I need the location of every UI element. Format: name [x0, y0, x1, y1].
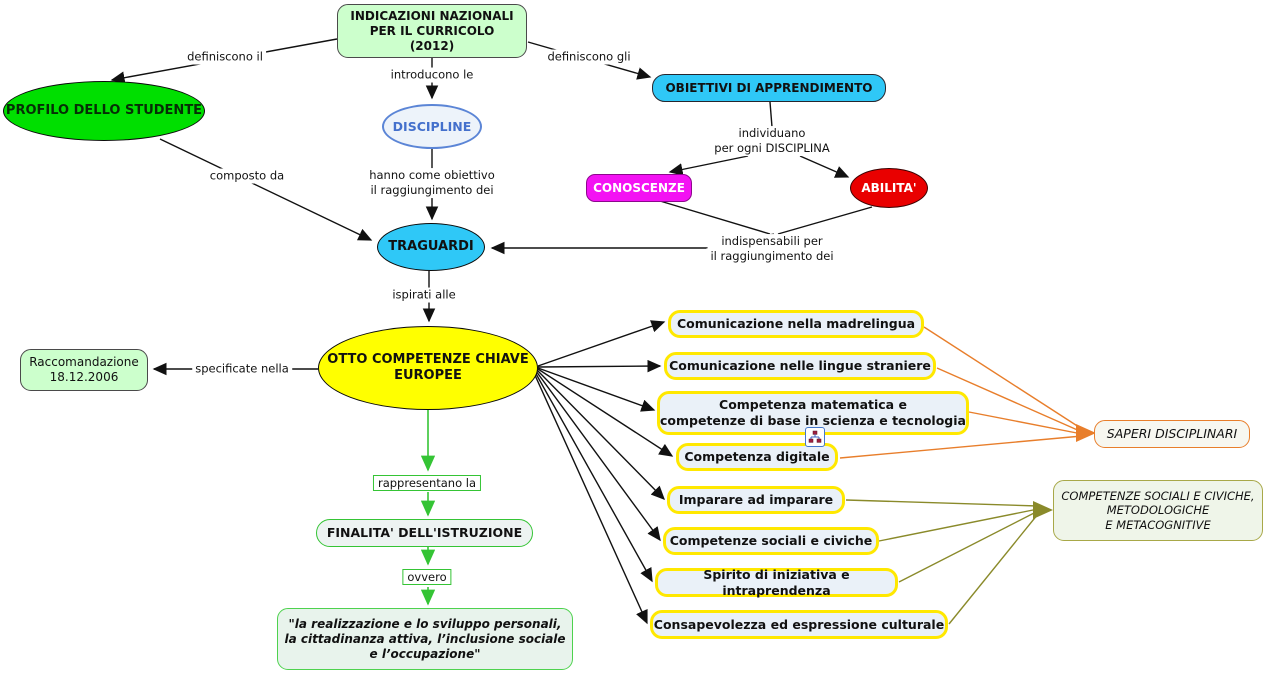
competence-node-madrelingua[interactable]: Comunicazione nella madrelingua — [668, 310, 924, 338]
link-label-specificate-nella: specificate nella — [192, 361, 292, 377]
node-obiettivi-di-apprendimento[interactable]: OBIETTIVI DI APPRENDIMENTO — [652, 74, 886, 102]
competence-node-sociali-civiche[interactable]: Competenze sociali e civiche — [663, 527, 879, 555]
sitemap-icon[interactable] — [805, 427, 825, 447]
link-label-hanno-obiettivo: hanno come obiettivo il raggiungimento d… — [366, 168, 498, 198]
link-label-definiscono-gli: definiscono gli — [544, 49, 634, 65]
link-label-rappresentano-la[interactable]: rappresentano la — [372, 475, 482, 491]
node-raccomandazione[interactable]: Raccomandazione 18.12.2006 — [20, 349, 148, 391]
link-label-composto-da: composto da — [206, 168, 288, 184]
node-conoscenze[interactable]: CONOSCENZE — [586, 174, 692, 202]
node-saperi-disciplinari[interactable]: SAPERI DISCIPLINARI — [1094, 420, 1250, 448]
node-otto-competenze-chiave[interactable]: OTTO COMPETENZE CHIAVE EUROPEE — [318, 326, 538, 410]
competence-node-imparare[interactable]: Imparare ad imparare — [667, 486, 845, 514]
competence-node-lingue-straniere[interactable]: Comunicazione nelle lingue straniere — [664, 352, 936, 380]
link-label-introducono-le: introducono le — [387, 67, 477, 83]
node-abilita[interactable]: ABILITA' — [850, 168, 928, 208]
link-label-ispirati-alle: ispirati alle — [389, 287, 459, 303]
competence-node-digitale[interactable]: Competenza digitale — [676, 443, 838, 471]
node-indicazioni-nazionali[interactable]: INDICAZIONI NAZIONALI PER IL CURRICOLO (… — [337, 4, 527, 58]
node-profilo-dello-studente[interactable]: PROFILO DELLO STUDENTE — [3, 81, 205, 141]
link-label-definiscono-il: definiscono il — [184, 49, 266, 65]
node-discipline[interactable]: DISCIPLINE — [382, 104, 482, 149]
node-finalita-istruzione[interactable]: FINALITA' DELL'ISTRUZIONE — [316, 519, 533, 547]
sitemap-icon-glyph — [808, 430, 822, 443]
node-citazione[interactable]: "la realizzazione e lo sviluppo personal… — [277, 608, 573, 670]
link-label-indispensabili: indispensabili per il raggiungimento dei — [707, 234, 837, 264]
competence-node-espressione-culturale[interactable]: Consapevolezza ed espressione culturale — [650, 610, 948, 639]
competence-node-spirito-iniziativa[interactable]: Spirito di iniziativa e intraprendenza — [655, 567, 898, 598]
link-label-individuano: individuano per ogni DISCIPLINA — [711, 126, 833, 156]
link-label-ovvero[interactable]: ovvero — [402, 569, 452, 585]
node-competenze-sociali-gruppo[interactable]: COMPETENZE SOCIALI E CIVICHE, METODOLOGI… — [1053, 480, 1263, 541]
node-traguardi[interactable]: TRAGUARDI — [377, 223, 485, 271]
